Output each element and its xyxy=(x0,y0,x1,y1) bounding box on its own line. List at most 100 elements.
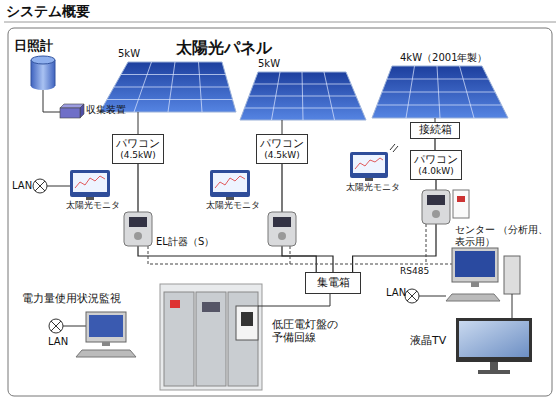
solar-monitor-part xyxy=(213,173,247,192)
lcd-tv-part xyxy=(456,318,532,362)
node-text: 接続箱 xyxy=(419,124,452,137)
power-wire xyxy=(434,139,435,150)
center-computer-part xyxy=(455,251,495,277)
center-computer-part xyxy=(446,294,500,301)
solar-panel xyxy=(240,72,366,120)
wire xyxy=(419,296,446,297)
center-computer-part xyxy=(452,248,498,282)
solar-monitor-part xyxy=(390,144,395,150)
equipment-box: パワコン(4.5kW) xyxy=(256,134,308,164)
solar-panel-part-part xyxy=(324,72,335,120)
lcd-tv-part xyxy=(459,321,529,357)
el-meter-part xyxy=(134,232,142,240)
collector-device-part xyxy=(80,104,84,118)
lcd-tv-part xyxy=(478,370,510,374)
text-label: 液晶TV xyxy=(410,334,446,347)
monitoring-computer-part xyxy=(102,342,110,346)
center-computer-part xyxy=(504,256,520,294)
solar-panel-part-part xyxy=(406,66,415,118)
distribution-panel-photo-part xyxy=(228,292,258,386)
node-subtext: (4.5kW) xyxy=(120,150,155,160)
lan-symbol-part xyxy=(51,321,61,331)
sunshine-meter-part xyxy=(31,56,55,64)
solar-monitor-part xyxy=(210,170,250,197)
el-meter xyxy=(124,212,152,246)
text-label: 太陽光パネル xyxy=(176,38,272,57)
lan-symbol-part xyxy=(51,321,61,331)
equipment-box: パワコン(4.0kW) xyxy=(410,150,462,180)
text-label: EL計器（S） xyxy=(156,236,214,248)
monitoring-computer-part xyxy=(89,315,123,337)
distribution-panel-photo-part xyxy=(202,302,220,312)
solar-panel xyxy=(372,66,508,118)
lcd-tv xyxy=(456,318,532,374)
lcd-tv-part xyxy=(490,362,498,370)
equipment-box: 集電箱 xyxy=(305,272,361,294)
text-label: 4kW（2001年製） xyxy=(400,52,488,64)
lan-symbol-part xyxy=(407,291,417,301)
el-meter-part xyxy=(278,232,286,240)
wire xyxy=(47,186,70,187)
solar-monitor-part xyxy=(393,146,398,152)
solar-panel-part-part xyxy=(302,72,303,120)
el-meter-part xyxy=(124,212,152,246)
wire xyxy=(512,294,513,318)
lan-symbol-part xyxy=(407,291,417,301)
el-meter xyxy=(268,212,296,246)
node-text: パワコン xyxy=(414,154,458,167)
title-rule xyxy=(4,22,556,23)
text-label: 電力量使用状況監視 xyxy=(22,292,121,305)
distribution-panel-photo-part xyxy=(164,292,194,386)
lan-symbol xyxy=(49,319,63,333)
rs485-line-part xyxy=(290,246,291,264)
lan-symbol xyxy=(33,179,47,193)
text-label: 低圧電灯盤の 予備回線 xyxy=(272,318,344,344)
node-subtext: (4.0kW) xyxy=(418,166,453,176)
solar-panel-part-part xyxy=(168,62,175,112)
solar-monitor xyxy=(350,144,398,181)
breaker-box xyxy=(453,190,469,218)
solar-panel-part-part xyxy=(437,66,440,118)
monitoring-computer-part xyxy=(86,312,126,342)
lan-symbol-part xyxy=(49,319,63,333)
solar-panel-part xyxy=(372,66,508,118)
sunshine-meter-part xyxy=(31,60,32,86)
text-label: LAN xyxy=(386,287,406,299)
node-text: パワコン xyxy=(260,138,304,151)
solar-monitor-part xyxy=(365,178,373,181)
solar-monitor-part xyxy=(353,155,385,173)
collector-device xyxy=(60,104,84,118)
solar-panel-part xyxy=(245,72,362,120)
solar-monitor-part xyxy=(70,170,110,197)
el-meter-part xyxy=(427,195,445,205)
solar-monitor-part xyxy=(215,176,245,188)
sunshine-meter xyxy=(31,56,55,90)
el-meter-part xyxy=(273,217,291,227)
text-label: RS485 xyxy=(400,266,429,277)
text-label: 太陽光モニタ xyxy=(346,182,400,193)
text-label: 5kW xyxy=(118,48,140,60)
text-label: 太陽光モニタ xyxy=(206,200,260,211)
text-label: LAN xyxy=(48,336,68,348)
wire xyxy=(63,326,86,327)
rs485-line xyxy=(148,224,452,264)
node-text: 集電箱 xyxy=(317,277,350,290)
collector-device-part xyxy=(60,108,80,118)
frame xyxy=(8,28,552,396)
wire xyxy=(43,90,60,112)
distribution-panel-photo-part xyxy=(236,306,258,340)
lan-symbol-part xyxy=(35,181,45,191)
el-meter-part xyxy=(129,217,147,227)
distribution-panel-photo-part xyxy=(170,300,180,308)
rs485-line-part xyxy=(426,224,427,264)
el-meter-part xyxy=(268,212,296,246)
text-label: 日照計 xyxy=(14,38,53,54)
distribution-panel-photo xyxy=(160,284,262,390)
distribution-panel-photo-part xyxy=(196,292,226,386)
wire xyxy=(258,294,330,306)
node-text: パワコン xyxy=(116,138,160,151)
node-subtext: (4.5kW) xyxy=(264,150,299,160)
breaker-box-part xyxy=(457,196,465,202)
diagram-title: システム概要 xyxy=(6,3,90,21)
